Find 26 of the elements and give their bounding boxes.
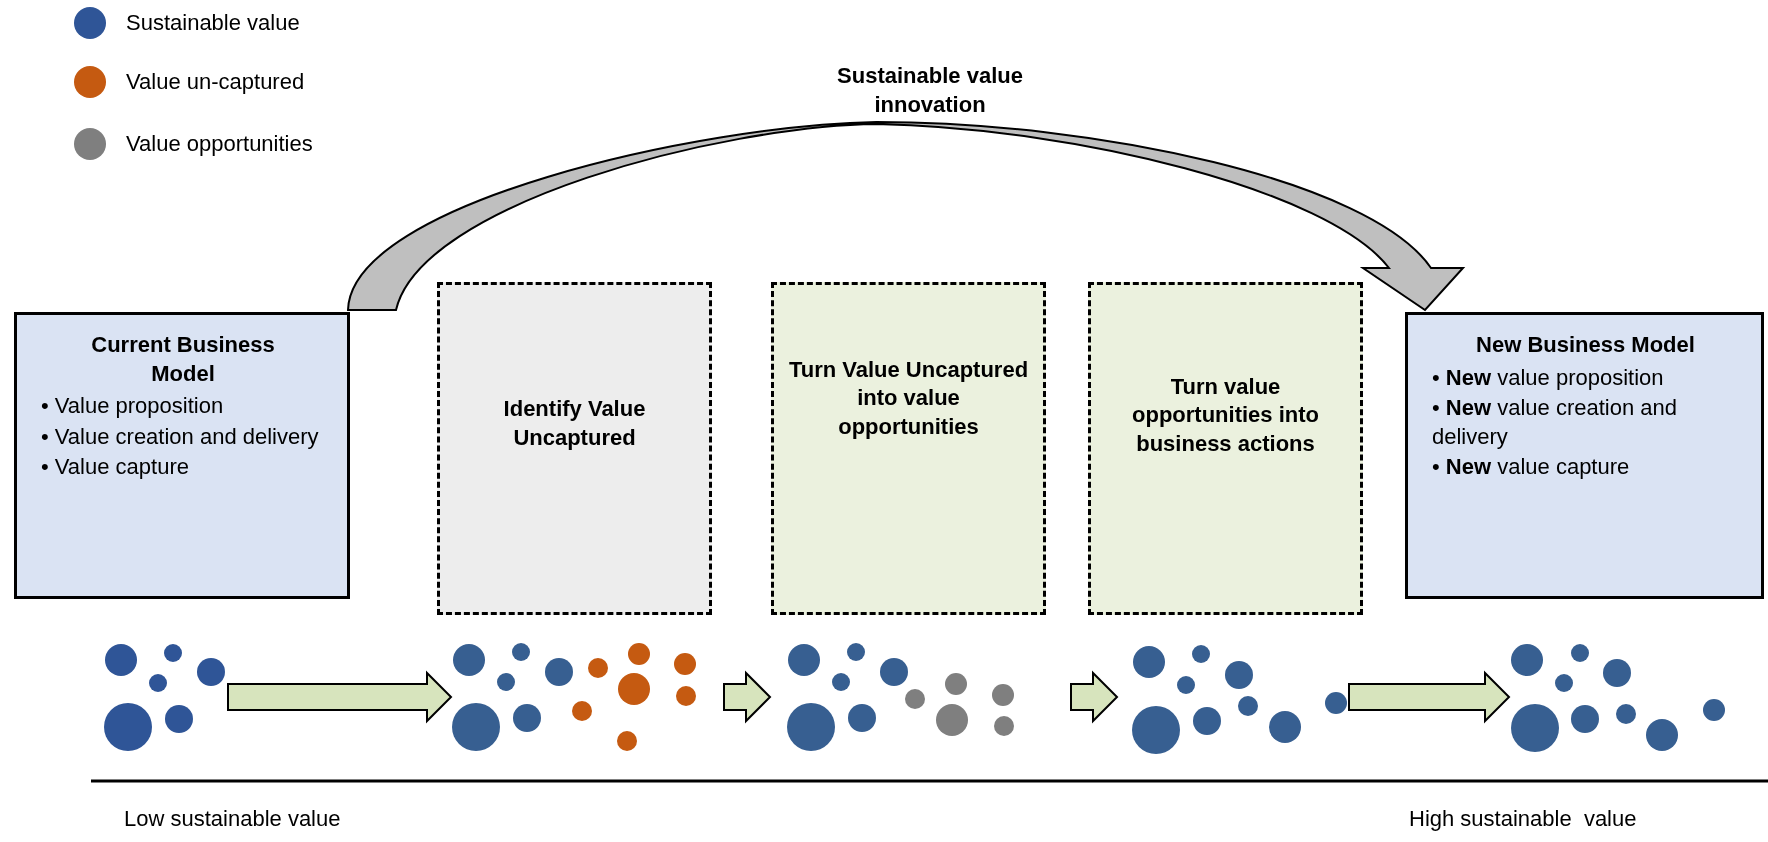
bullet-text: • New value proposition [1432, 363, 1665, 392]
block-arrow [1348, 670, 1511, 724]
process-box [1088, 282, 1363, 615]
block-arrow [227, 670, 453, 724]
box-heading: New Business Model [1475, 331, 1696, 359]
business-model-box [1405, 312, 1764, 599]
edge-label: Sustainable value innovation [836, 62, 1024, 119]
block-arrow [723, 670, 772, 724]
bullet-text: • Value proposition [41, 392, 225, 421]
box-text: Identify Value Uncaptured [502, 394, 647, 452]
bullet-text: • Value capture [41, 453, 190, 482]
block-arrow [1070, 670, 1119, 724]
bullet-text: • New value capture [1432, 453, 1631, 482]
curved-arrow [347, 121, 1464, 311]
legend-text: Sustainable value [126, 10, 300, 36]
box-heading: Current Business Model [90, 331, 276, 388]
process-box [771, 282, 1046, 615]
business-model-box [14, 312, 350, 599]
legend-text: Value un-captured [126, 69, 305, 95]
process-box [437, 282, 712, 615]
box-text: Turn value opportunities into business actions [1131, 372, 1320, 458]
bullet-text: • Value creation and delivery [41, 422, 320, 451]
axis-label: Low sustainable value [124, 806, 341, 832]
legend-text: Value opportunities [126, 131, 313, 157]
axis-label: High sustainable value [1409, 806, 1637, 832]
box-text: Turn Value Uncaptured into value opportunities [788, 355, 1029, 441]
